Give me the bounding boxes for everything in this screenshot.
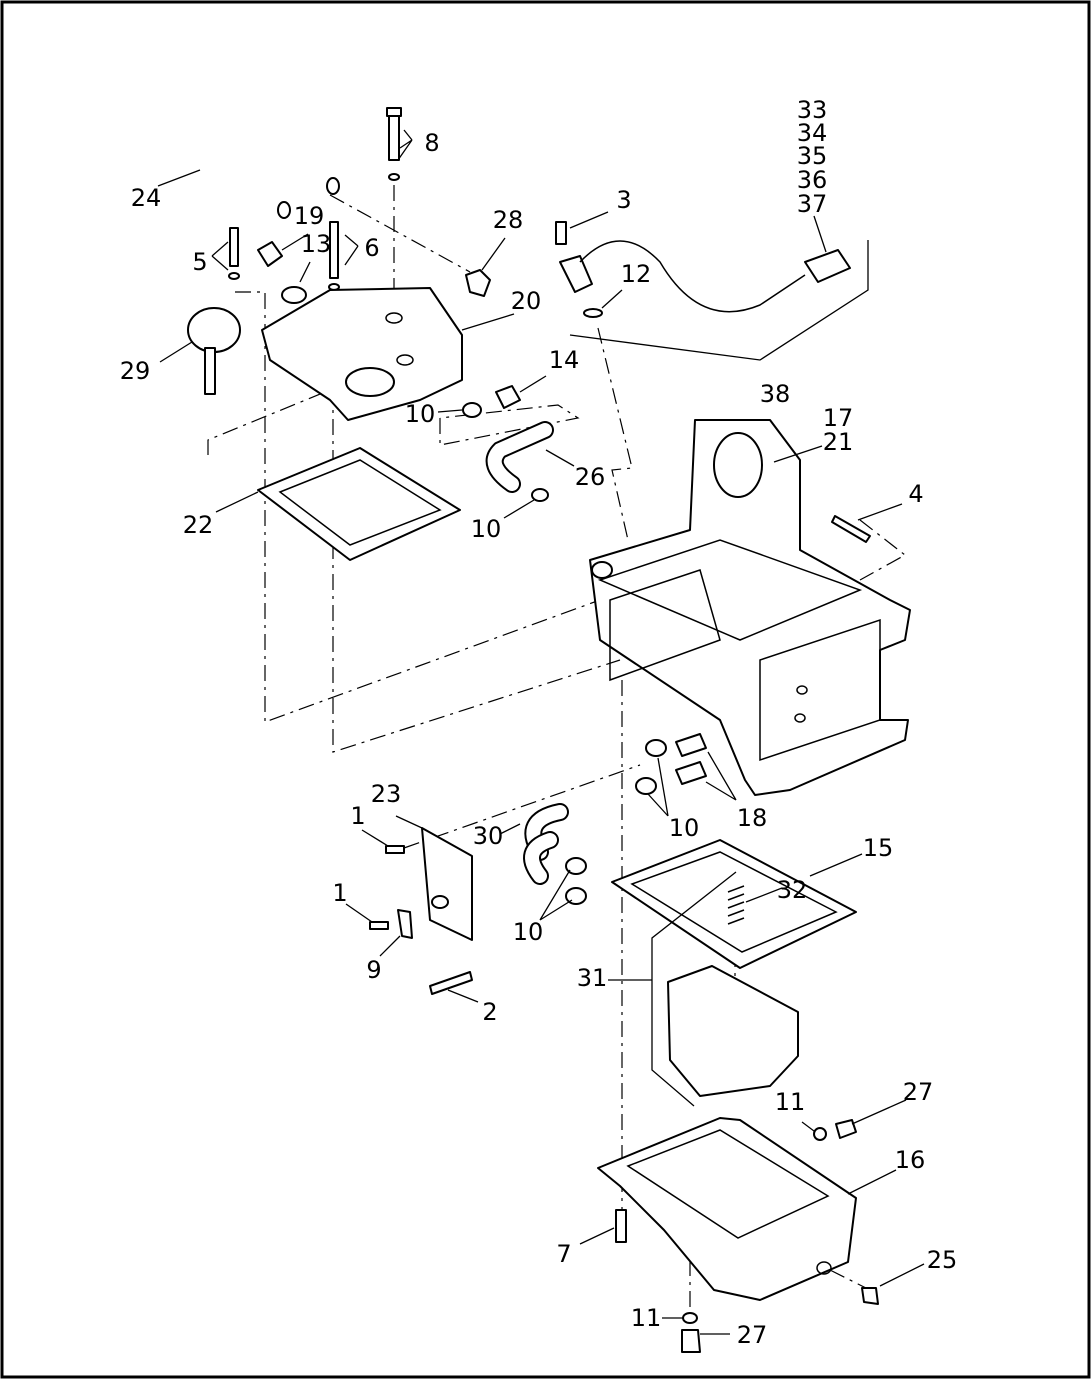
callout-36: 36 [797,166,828,194]
callout-10-a: 10 [405,400,436,428]
callout-18: 18 [737,804,768,832]
callout-11-b: 11 [631,1304,662,1332]
callout-32: 32 [777,876,808,904]
callout-33: 33 [797,96,828,124]
callout-7: 7 [556,1240,571,1268]
callout-22: 22 [183,511,214,539]
callout-35: 35 [797,142,828,170]
callout-6: 6 [364,234,379,262]
callout-19: 19 [294,202,325,230]
callout-9: 9 [366,956,381,984]
callout-1-a: 1 [350,802,365,830]
callout-labels: 8 24 5 19 13 6 28 20 29 14 10 26 10 22 3… [120,96,958,1349]
part-breather-hose [199,124,343,219]
part-oil-baffle [651,871,799,1107]
callout-31: 31 [577,964,608,992]
callout-10-b: 10 [471,515,502,543]
callout-3: 3 [616,186,631,214]
part-dipstick [187,307,241,395]
callout-10-d: 10 [513,918,544,946]
callout-5: 5 [192,248,207,276]
part-case-bolt [831,515,871,543]
callout-23: 23 [371,780,402,808]
part-top-cover [261,287,463,421]
part-short-bolts [228,221,340,291]
callout-38: 38 [760,380,791,408]
callout-14: 14 [549,346,580,374]
callout-12: 12 [621,260,652,288]
leader-lines [157,129,925,1335]
callout-28: 28 [493,206,524,234]
callout-15: 15 [863,834,894,862]
part-transmission-case [589,419,911,796]
callout-2: 2 [482,998,497,1026]
callout-27-b: 27 [737,1321,768,1349]
callout-16: 16 [895,1146,926,1174]
part-oil-pan [597,1117,857,1301]
callout-20: 20 [511,287,542,315]
callout-4: 4 [908,480,923,508]
part-bracket-assembly [369,827,473,995]
callout-11-a: 11 [775,1088,806,1116]
callout-34: 34 [797,119,828,147]
callout-10-c: 10 [669,814,700,842]
part-neutral-switch [257,241,307,304]
callout-24: 24 [131,184,162,212]
part-speed-sensor [555,221,869,361]
callout-29: 29 [120,357,151,385]
callout-26: 26 [575,463,606,491]
callout-8: 8 [424,129,439,157]
callout-25: 25 [927,1246,958,1274]
callout-21: 21 [823,428,854,456]
part-cover-bolt [386,107,402,181]
callout-30: 30 [473,822,504,850]
callout-1-b: 1 [332,879,347,907]
part-oil-pan-gasket [611,839,857,969]
part-hose-nipples [675,733,707,785]
callout-37: 37 [797,190,828,218]
callout-17: 17 [823,404,854,432]
callout-27-a: 27 [903,1078,934,1106]
callout-13: 13 [301,230,332,258]
part-pan-plugs [615,1119,879,1353]
part-spring [727,885,745,925]
part-cover-gasket [257,447,461,561]
part-oil-hoses [523,739,667,905]
part-hose-fittings [462,385,554,502]
part-elbow-fitting-28 [465,269,491,297]
